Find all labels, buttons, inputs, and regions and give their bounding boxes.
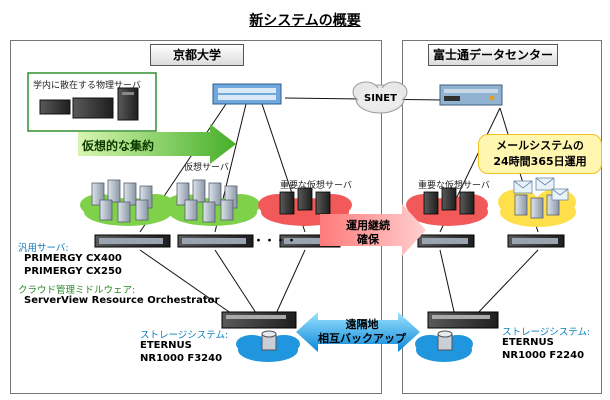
backup-line-1: 遠隔地 <box>345 318 379 331</box>
rack-server-4 <box>417 234 475 248</box>
mail-envelope-icons <box>513 177 569 201</box>
kyoto-storage-model-2: NR1000 F3240 <box>140 353 223 364</box>
sinet-cloud <box>352 81 408 114</box>
general-server-heading: 汎用サーバ: <box>18 243 69 254</box>
mail-callout-line-2: 24時間365日運用 <box>493 155 587 168</box>
important-virtual-servers-label-right: 重要な仮想サーバ <box>418 181 490 191</box>
general-server-model-1: PRIMERGY CX400 <box>24 253 122 264</box>
physical-servers-image <box>39 87 139 121</box>
mail-callout-line-1: メールシステムの <box>496 139 584 152</box>
rack-server-5 <box>507 234 565 248</box>
virtual-servers-group-2 <box>176 179 238 223</box>
important-virtual-servers-label-left: 重要な仮想サーバ <box>280 181 352 191</box>
continuity-arrow <box>320 204 426 256</box>
backup-arrow-text: 遠隔地 相互バックアップ <box>316 318 408 346</box>
kyoto-storage-unit <box>221 311 300 362</box>
consolidation-arrow <box>78 124 236 164</box>
ellipsis-dots: ・・・・ <box>253 234 297 247</box>
fujitsu-datacenter-title: 富士通データセンター <box>428 44 558 66</box>
virtual-servers-label: 仮想サーバ <box>184 163 229 173</box>
middleware-heading: クラウド管理ミドルウェア: <box>18 285 136 296</box>
backup-double-arrow <box>296 312 420 352</box>
continuity-line-1: 運用継続 <box>346 219 390 232</box>
datacenter-network-switch <box>439 84 503 106</box>
sinet-label: SINET <box>364 93 397 104</box>
mail-system-callout: メールシステムの 24時間365日運用 <box>478 134 602 174</box>
important-servers-left <box>279 187 331 215</box>
rack-server-2 <box>177 234 254 248</box>
datacenter-storage-unit <box>415 311 499 362</box>
kyoto-university-title: 京都大学 <box>150 44 244 66</box>
general-server-model-2: PRIMERGY CX250 <box>24 266 122 277</box>
diagram-title: 新システムの概要 <box>249 13 361 29</box>
important-servers-right <box>423 187 475 215</box>
datacenter-storage-heading: ストレージシステム: <box>502 327 591 338</box>
rack-server-1 <box>94 234 171 248</box>
physical-servers-label: 学内に散在する物理サーバ <box>33 81 141 91</box>
datacenter-storage-model-1: ETERNUS <box>502 337 554 348</box>
datacenter-storage-model-2: NR1000 F2240 <box>502 350 585 361</box>
kyoto-storage-heading: ストレージシステム: <box>140 330 229 341</box>
kyoto-network-switch <box>212 83 282 105</box>
continuity-line-2: 確保 <box>357 233 379 246</box>
consolidation-label: 仮想的な集約 <box>82 139 155 153</box>
backup-line-2: 相互バックアップ <box>318 332 406 345</box>
virtual-servers-group-1 <box>91 179 153 223</box>
middleware-name: ServerView Resource Orchestrator <box>24 295 220 306</box>
continuity-arrow-text: 運用継続 確保 <box>346 219 390 247</box>
kyoto-storage-model-1: ETERNUS <box>140 340 192 351</box>
